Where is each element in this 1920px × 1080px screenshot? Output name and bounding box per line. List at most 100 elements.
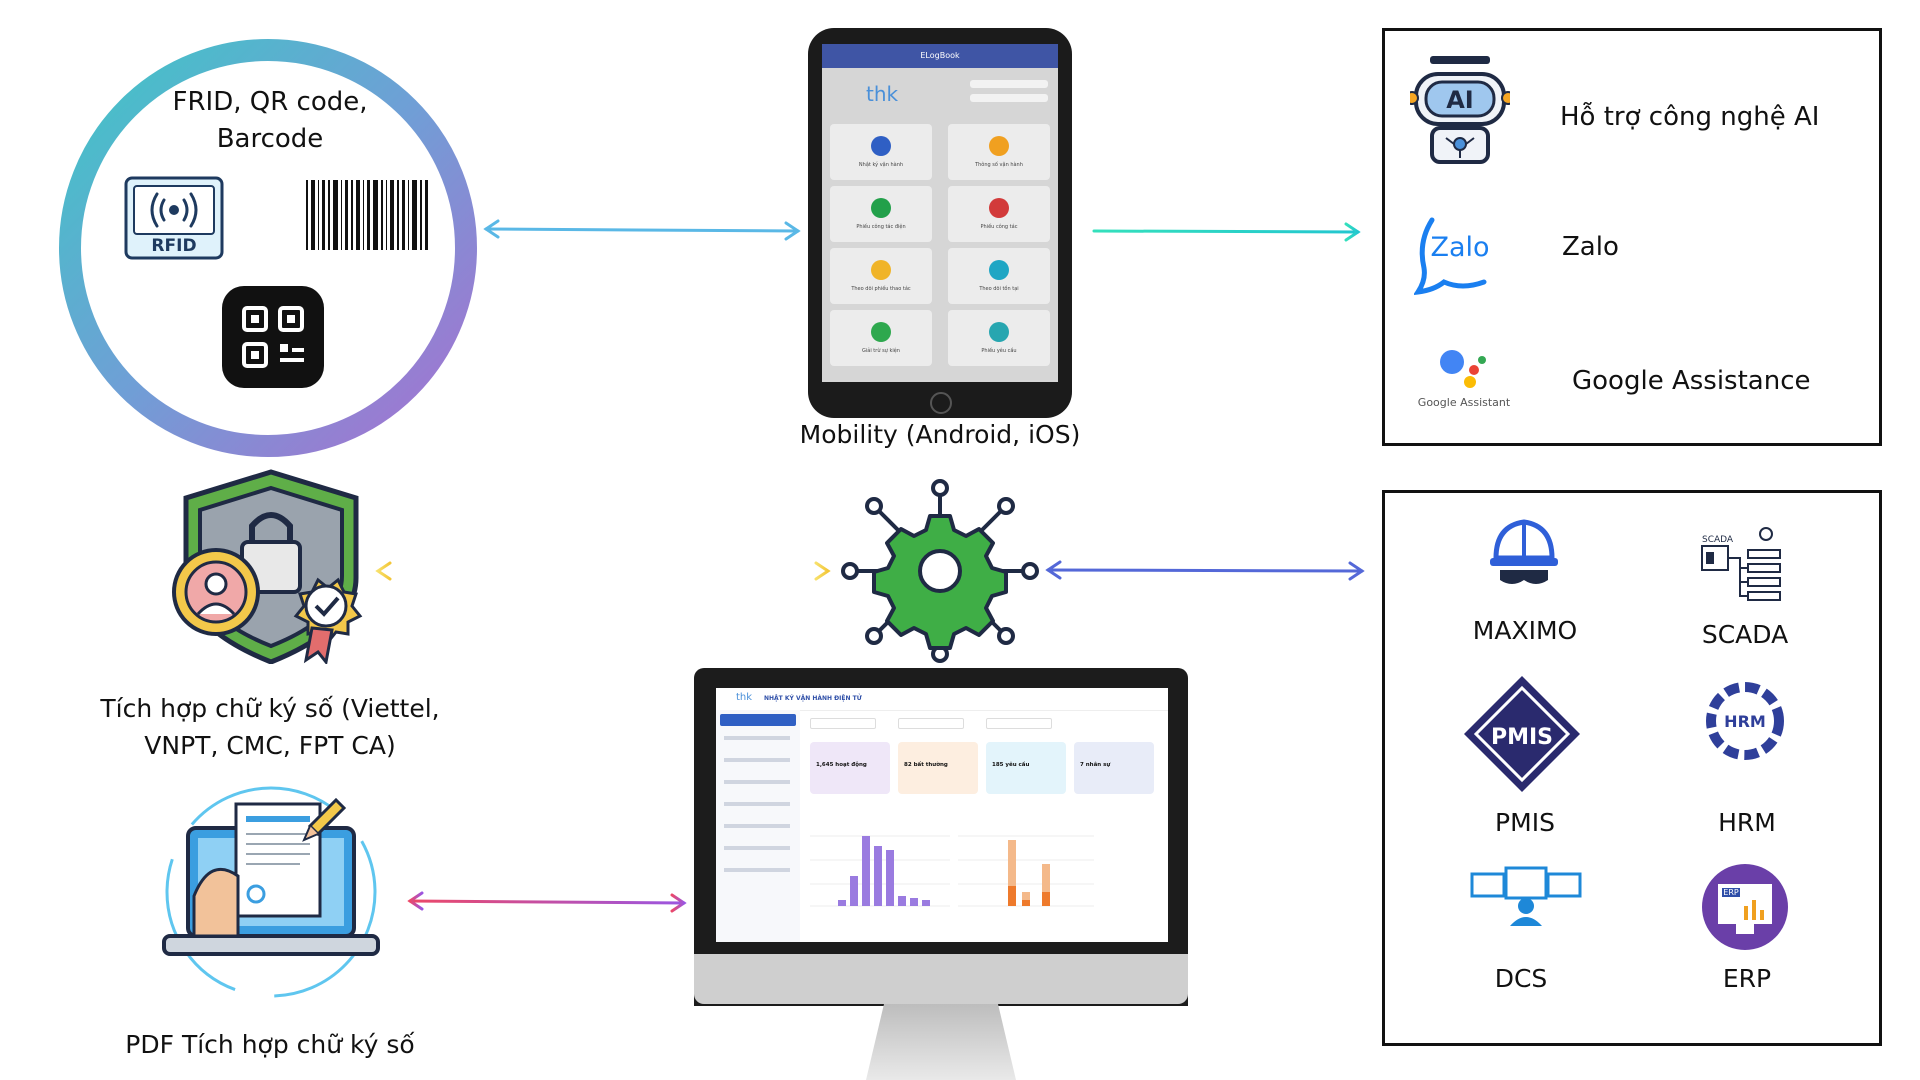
desktop-summary-card[interactable]: 185 yêu cầu: [986, 742, 1066, 794]
signature-label-line1: Tích hợp chữ ký số (Viettel,: [100, 694, 440, 723]
sidebar-item[interactable]: [724, 780, 790, 784]
erp-icon: ERP: [1702, 864, 1788, 950]
desktop-summary-card[interactable]: 7 nhân sự: [1074, 742, 1154, 794]
tablet-menu-tile[interactable]: Phiếu công tác: [948, 186, 1050, 242]
desktop-sidebar: [716, 710, 800, 942]
desktop-summary-card-value: 82 bất thường: [904, 762, 948, 768]
desktop-bar-chart-right: [958, 835, 1094, 907]
tablet-menu-tile[interactable]: Phiếu công tác điện: [830, 186, 932, 242]
scada-label: SCADA: [1701, 620, 1789, 649]
signature-label-line2: VNPT, CMC, FPT CA): [144, 731, 396, 760]
desktop-summary-card-value: 185 yêu cầu: [992, 762, 1030, 768]
desktop-monitor-chin: [694, 954, 1188, 1004]
arrow-mobility-ai: [1092, 222, 1361, 242]
tablet-menu-tile-icon: [989, 260, 1009, 280]
erp-icon-text: ERP: [1723, 888, 1739, 897]
desktop-summary-card[interactable]: 1,645 hoạt động: [810, 742, 890, 794]
tablet-menu-tile-label: Theo dõi phiếu thao tác: [851, 286, 911, 292]
rfid-title-line1: FRID, QR code,: [172, 87, 368, 117]
rfid-tag-label: RFID: [151, 236, 197, 256]
filter-plant[interactable]: [986, 718, 1052, 729]
tablet-header: thk: [822, 68, 1058, 118]
hrm-icon: HRM: [1706, 682, 1784, 760]
zalo-icon: Zalo: [1414, 217, 1490, 296]
tablet-menu-tile[interactable]: Theo dõi phiếu thao tác: [830, 248, 932, 304]
dcs-icon: [1470, 866, 1582, 926]
tablet-menu-tile[interactable]: Phiếu yêu cầu: [948, 310, 1050, 366]
sidebar-item[interactable]: [724, 868, 790, 872]
scada-icon: SCADA: [1701, 527, 1781, 601]
arrow-pdf-desktop: [407, 891, 687, 913]
arrow-hub-systems: [1045, 560, 1365, 581]
desktop-screen: thk NHẬT KÝ VẬN HÀNH ĐIỆN TỬ 1,645 hoạt …: [716, 688, 1168, 942]
tablet-menu-tile[interactable]: Nhật ký vận hành: [830, 124, 932, 180]
google-assistant-icon: Google Assistant: [1418, 350, 1511, 409]
tablet-menu-tile-icon: [989, 198, 1009, 218]
integration-hub-gear-icon: [841, 479, 1039, 663]
pdf-laptop-signing-icon: [162, 786, 380, 998]
tablet-shift-field: [970, 94, 1048, 102]
signature-label: Tích hợp chữ ký số (Viettel, VNPT, CMC, …: [60, 690, 480, 764]
helmet-icon: [1490, 519, 1558, 584]
hrm-icon-text: HRM: [1724, 712, 1766, 731]
maximo-label: MAXIMO: [1472, 616, 1578, 645]
tablet-menu-tile-label: Phiếu công tác điện: [856, 224, 906, 230]
pmis-label: PMIS: [1495, 808, 1555, 837]
hrm-label: HRM: [1718, 808, 1776, 837]
tablet-menu-tile-label: Nhật ký vận hành: [858, 162, 904, 168]
erp-label: ERP: [1722, 964, 1772, 993]
desktop-summary-card-value: 1,645 hoạt động: [816, 762, 867, 768]
rfid-circle-ring: [59, 39, 477, 457]
tablet-menu-tile-icon: [989, 136, 1009, 156]
desktop-filter-bar: [810, 718, 1052, 729]
dcs-label: DCS: [1494, 964, 1548, 993]
tablet-menu-tile-label: Phiếu công tác: [980, 224, 1018, 230]
tablet-menu-tile[interactable]: Theo dõi tồn tại: [948, 248, 1050, 304]
filter-year[interactable]: [810, 718, 876, 729]
tablet-app-bar: ELogBook: [822, 44, 1058, 68]
tablet-menu-tile-label: Thông số vận hành: [975, 162, 1023, 168]
sidebar-item[interactable]: [724, 824, 790, 828]
desktop-summary-card[interactable]: 82 bất thường: [898, 742, 978, 794]
desktop-topbar: thk NHẬT KÝ VẬN HÀNH ĐIỆN TỬ: [716, 688, 1168, 711]
tablet-device: ELogBook thk Nhật ký vận hành Thông số vậ…: [808, 28, 1072, 418]
google-assistant-label: Google Assistance: [1572, 366, 1811, 396]
sidebar-item[interactable]: [724, 736, 790, 740]
ai-robot-icon: AI: [1410, 56, 1510, 164]
tablet-menu-tile[interactable]: Thông số vận hành: [948, 124, 1050, 180]
desktop-bar-chart-left: [810, 835, 950, 907]
scada-icon-text: SCADA: [1702, 535, 1734, 545]
rfid-card-icon: RFID: [124, 176, 224, 260]
tablet-menu-tile-label: Giải trừ sự kiện: [862, 348, 900, 354]
digital-signature-shield-icon: [172, 469, 363, 664]
pdf-label: PDF Tích hợp chữ ký số: [125, 1030, 415, 1059]
ai-label: Hỗ trợ công nghệ AI: [1560, 102, 1820, 132]
tablet-menu-tile-icon: [871, 198, 891, 218]
tablet-home-button[interactable]: [930, 392, 952, 414]
sidebar-item[interactable]: [724, 846, 790, 850]
desktop-monitor-stand: [866, 1004, 1016, 1080]
tablet-menu-tile-icon: [871, 322, 891, 342]
sidebar-item[interactable]: [724, 802, 790, 806]
tablet-menu-tile[interactable]: Giải trừ sự kiện: [830, 310, 932, 366]
rfid-title: FRID, QR code, Barcode: [140, 84, 400, 158]
tablet-user-field: [970, 80, 1048, 88]
sidebar-item[interactable]: [724, 758, 790, 762]
tablet-screen: ELogBook thk Nhật ký vận hành Thông số vậ…: [822, 44, 1058, 382]
barcode-icon: [306, 180, 428, 250]
pmis-icon: PMIS: [1464, 676, 1580, 792]
pmis-icon-text: PMIS: [1491, 725, 1553, 750]
desktop-brand: thk: [736, 692, 753, 703]
ai-robot-icon-text: AI: [1446, 86, 1474, 114]
tablet-menu-tile-label: Theo dõi tồn tại: [979, 286, 1019, 292]
zalo-icon-text: Zalo: [1430, 232, 1489, 263]
desktop-summary-card-value: 7 nhân sự: [1080, 762, 1111, 768]
sidebar-active-item[interactable]: [720, 714, 796, 726]
google-assistant-icon-text: Google Assistant: [1418, 396, 1511, 409]
rfid-title-line2: Barcode: [216, 124, 324, 154]
arrow-signature-hub: [375, 561, 831, 581]
filter-month[interactable]: [898, 718, 964, 729]
tablet-menu-tile-icon: [871, 260, 891, 280]
tablet-menu-tile-icon: [871, 136, 891, 156]
